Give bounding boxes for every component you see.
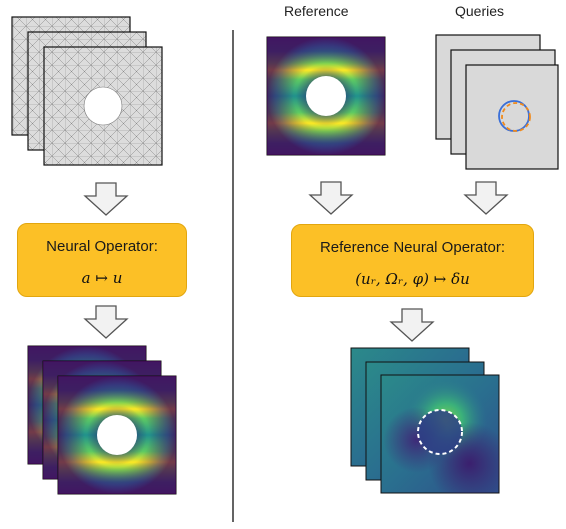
error-field-stack xyxy=(350,347,500,494)
query-boundary-circle xyxy=(501,102,531,132)
reference-label: Reference xyxy=(284,3,349,19)
arrow-down-icon xyxy=(84,305,128,339)
reference-operator-formula: (uᵣ, Ωᵣ, φ) ↦ δu xyxy=(355,270,470,288)
arrow-down-icon xyxy=(309,181,353,215)
reference-operator-title: Reference Neural Operator: xyxy=(319,239,506,256)
reference-field xyxy=(266,36,386,156)
arrow-down-icon xyxy=(464,181,508,215)
input-mesh-stack xyxy=(11,16,163,166)
query-geometry-stack xyxy=(435,34,559,170)
query-sheet-front xyxy=(465,64,559,170)
error-sheet-front xyxy=(380,374,500,494)
output-solution-stack xyxy=(27,345,177,495)
neural-operator-box: Neural Operator: a ↦ u xyxy=(17,223,187,297)
reference-neural-operator-box: Reference Neural Operator: (uᵣ, Ωᵣ, φ) ↦… xyxy=(291,224,534,297)
queries-label: Queries xyxy=(455,3,505,19)
arrow-down-icon xyxy=(390,308,434,342)
solution-sheet-front xyxy=(57,375,177,495)
arrow-down-icon xyxy=(84,182,128,216)
query-hole-boundary xyxy=(417,409,463,455)
neural-operator-formula: a ↦ u xyxy=(81,269,123,287)
neural-operator-title: Neural Operator: xyxy=(46,238,158,255)
mesh-sheet-front xyxy=(43,46,163,166)
